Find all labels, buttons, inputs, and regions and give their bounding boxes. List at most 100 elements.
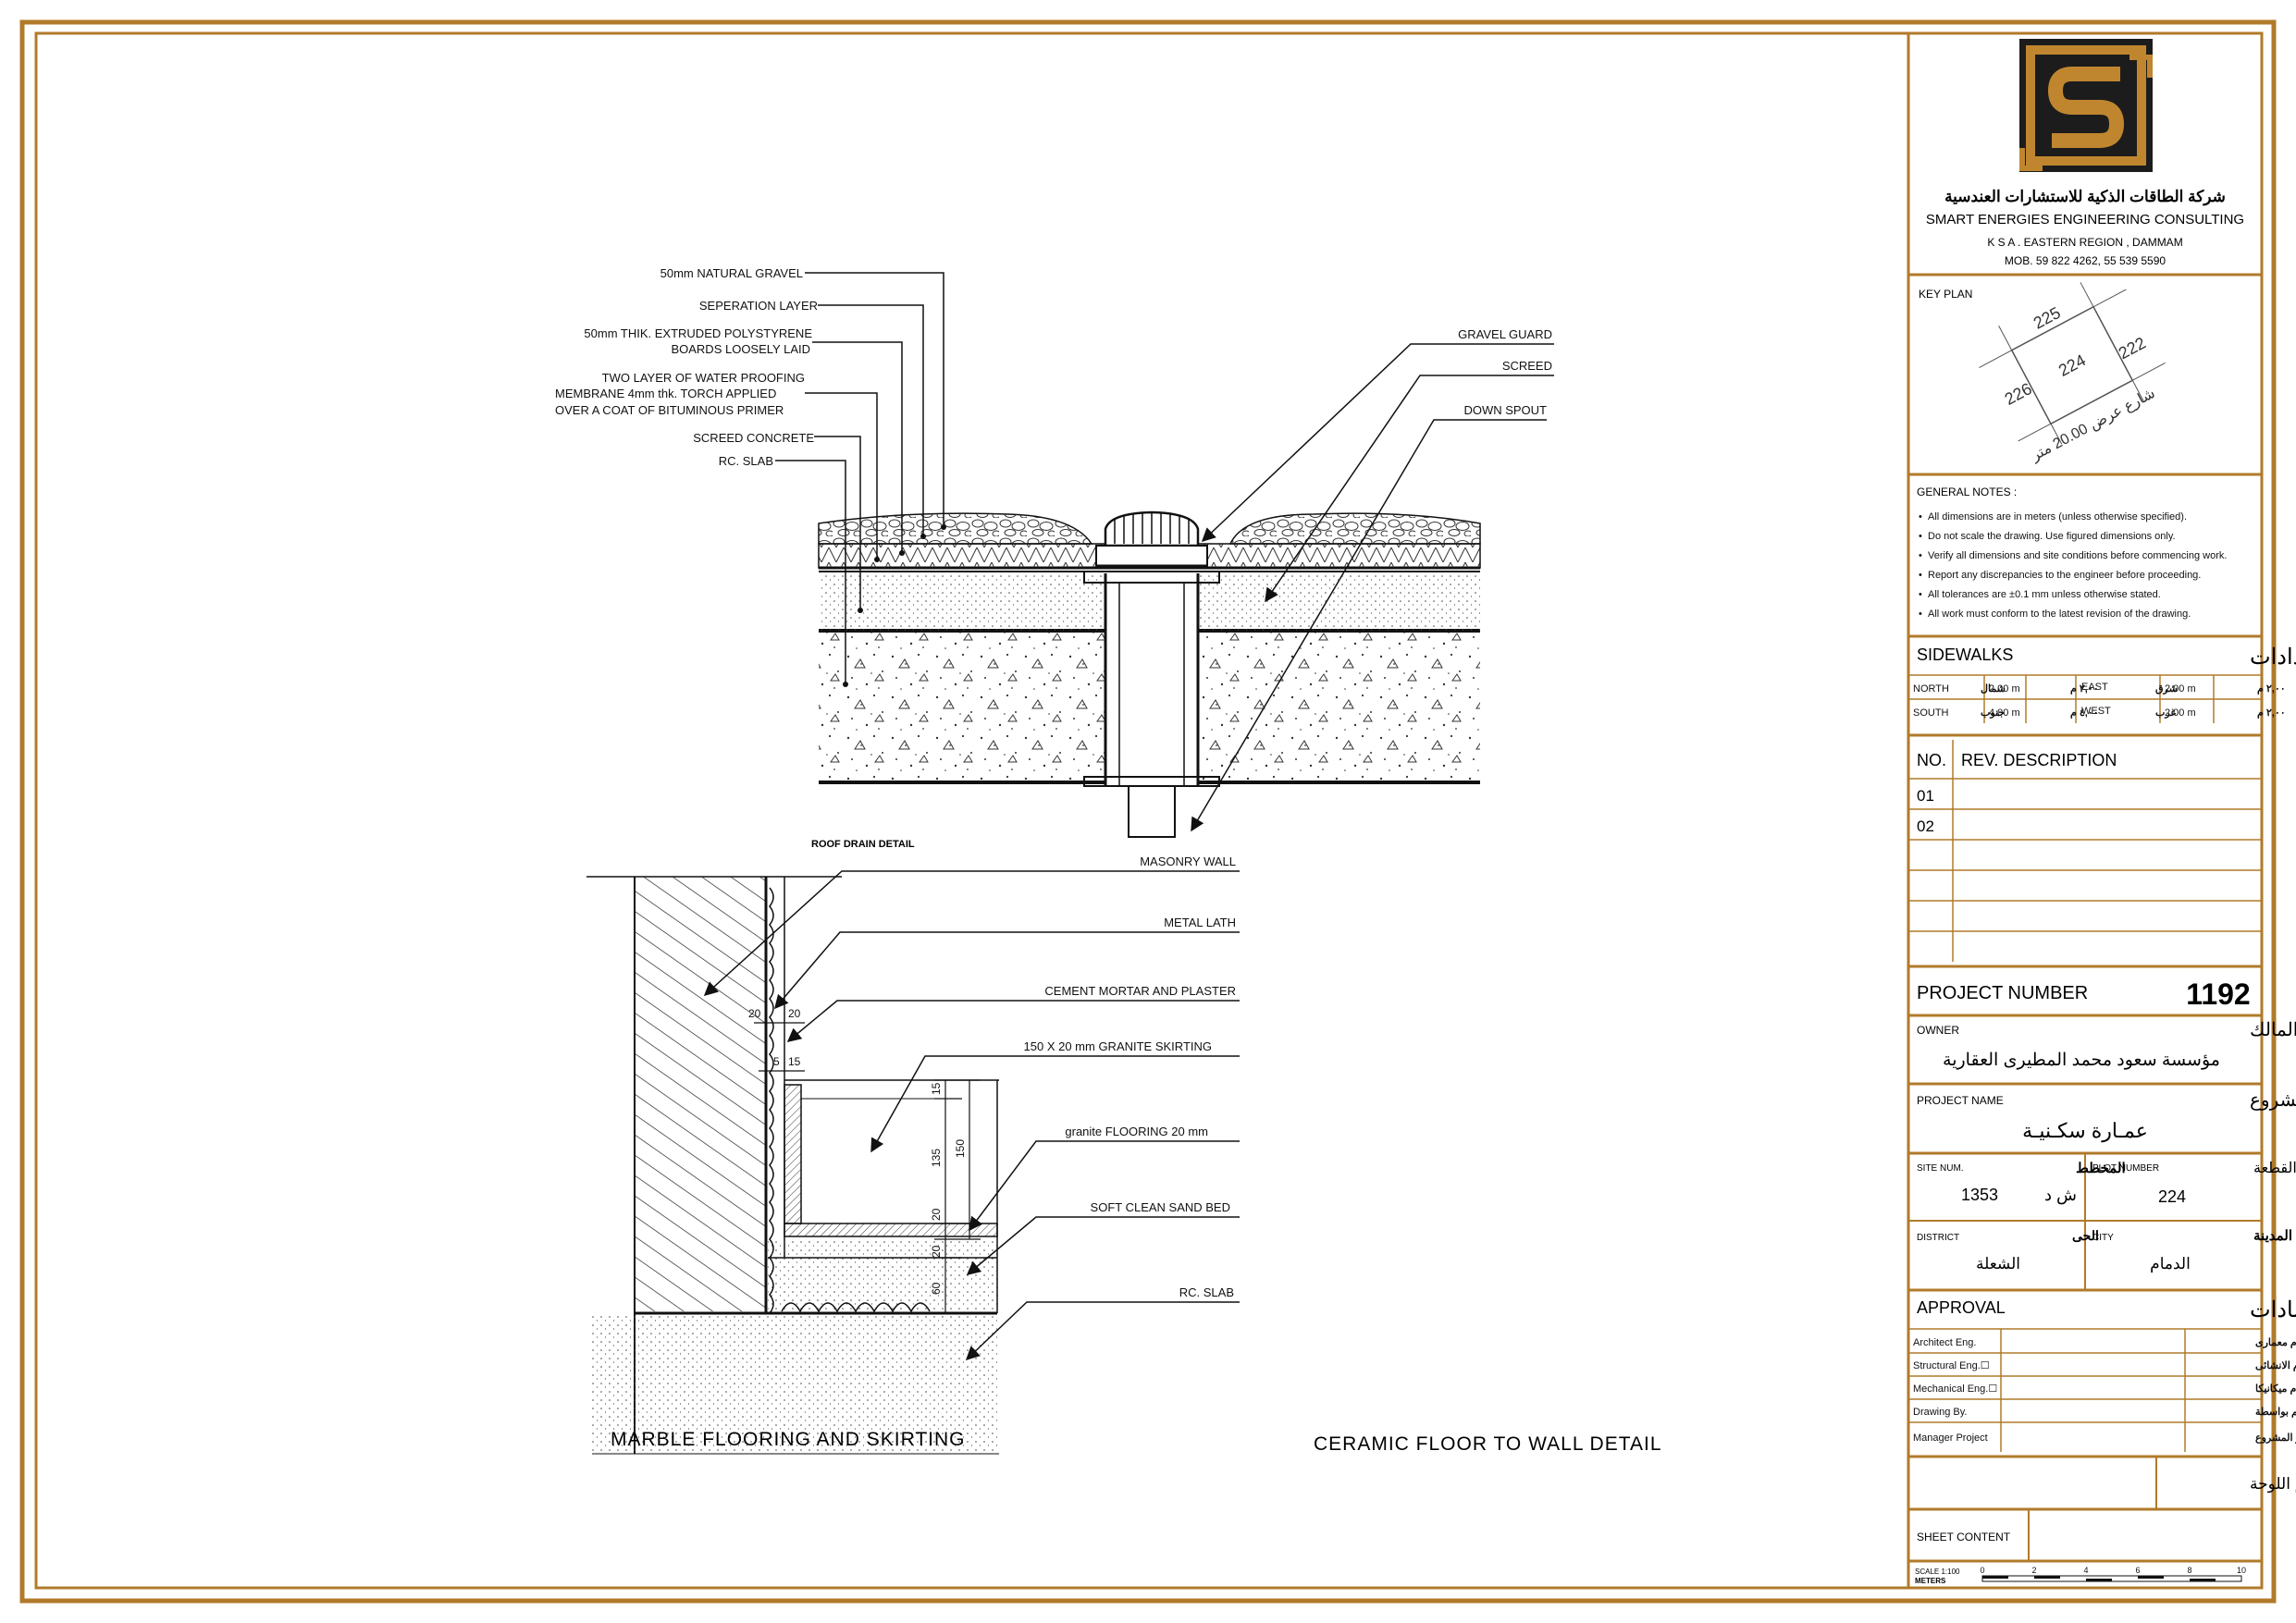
svg-text:شارع عرض 20.00 متر: شارع عرض 20.00 متر (2028, 386, 2157, 464)
sw-east: EAST (2081, 682, 2108, 693)
label-waterproofing-1: TWO LAYER OF WATER PROOFING (602, 371, 805, 385)
label-metal-lath: METAL LATH (1164, 916, 1236, 929)
plot-number-label-ar: رقم القطعة (2253, 1161, 2296, 1176)
site-num-prefix: ش د (2044, 1186, 2077, 1205)
note-2: Do not scale the drawing. Use figured di… (1928, 531, 2176, 542)
label-floor-rc-slab: RC. SLAB (1179, 1285, 1234, 1299)
svg-text:م ميكانيكا: م ميكانيكا (2255, 1383, 2296, 1395)
svg-text:•: • (1919, 589, 1922, 600)
dim-5: 5 (773, 1055, 780, 1068)
label-waterproofing-2: MEMBRANE 4mm thk. TORCH APPLIED (555, 387, 776, 400)
key-plan-label: KEY PLAN (1919, 288, 1972, 301)
label-polystyrene-1: 50mm THIK. EXTRUDED POLYSTYRENE (584, 326, 812, 340)
label-granite-skirting: 150 X 20 mm GRANITE SKIRTING (1024, 1039, 1212, 1053)
floor-rc-slab (592, 1315, 997, 1454)
svg-text:4: 4 (2083, 1566, 2088, 1575)
sw-south-value: 4.00 m (1989, 707, 2020, 719)
project-number-label: PROJECT NUMBER (1917, 983, 2088, 1003)
approval-architect: Architect Eng. (1913, 1337, 1976, 1348)
approval-title: APPROVAL (1917, 1298, 2006, 1317)
label-gravel-guard: GRAVEL GUARD (1458, 327, 1552, 341)
company-name-ar: شركة الطاقات الذكية للاستشارات العندسية (1944, 188, 2226, 206)
svg-text:٤,٠٠ م: ٤,٠٠ م (2070, 707, 2099, 719)
svg-text:2: 2 (2031, 1566, 2036, 1575)
company-address: K S A . EASTERN REGION , DAMMAM (1987, 236, 2182, 249)
project-name-label: PROJECT NAME (1917, 1094, 2004, 1107)
note-1: All dimensions are in meters (unless oth… (1928, 511, 2187, 523)
svg-text:224: 224 (2055, 350, 2089, 380)
key-plan-sketch: 225 226 224 222 شارع عرض 20.00 متر (1979, 282, 2166, 464)
owner-label-ar: المالك (2250, 1020, 2296, 1040)
dim-20-c: 20 (930, 1208, 943, 1221)
rev-02: 02 (1917, 818, 1934, 835)
scale-units: METERS (1915, 1577, 1946, 1585)
district-label-ar: الحى (2072, 1228, 2099, 1243)
dim-60: 60 (930, 1282, 943, 1295)
svg-text:•: • (1919, 511, 1922, 523)
dim-20-b: 20 (788, 1007, 801, 1020)
label-cement-mortar: CEMENT MORTAR AND PLASTER (1044, 984, 1236, 998)
label-separation-layer: SEPERATION LAYER (699, 299, 818, 313)
label-natural-gravel: 50mm NATURAL GRAVEL (660, 266, 803, 280)
label-sand-bed: SOFT CLEAN SAND BED (1091, 1200, 1230, 1214)
dim-15-a: 15 (788, 1055, 801, 1068)
svg-text:شمال: شمال (1981, 683, 2006, 695)
label-screed-concrete: SCREED CONCRETE (693, 431, 814, 445)
site-num-label: SITE NUM. (1917, 1163, 1964, 1174)
city-label: CITY (2092, 1233, 2114, 1243)
svg-text:6: 6 (2135, 1566, 2140, 1575)
scale-bar (1981, 1575, 2242, 1582)
dim-20-a: 20 (748, 1007, 761, 1020)
sw-south: SOUTH (1913, 707, 1949, 719)
sw-east-value: 2.00 m (2165, 683, 2196, 695)
project-number: 1192 (2186, 977, 2250, 1011)
title-ceramic-floor: CERAMIC FLOOR TO WALL DETAIL (1314, 1433, 1662, 1455)
approval-drawing-by: Drawing By. (1913, 1407, 1967, 1418)
district-label: DISTRICT (1917, 1233, 1959, 1243)
sheet-content-label: SHEET CONTENT (1917, 1531, 2011, 1543)
label-rc-slab: RC. SLAB (719, 454, 773, 468)
sidewalks-title-en: SIDEWALKS (1917, 646, 2013, 664)
owner-label: OWNER (1917, 1024, 1959, 1037)
svg-text:8: 8 (2187, 1566, 2191, 1575)
approval-structural: Structural Eng.☐ (1913, 1360, 1990, 1371)
svg-text:٢,٠٠ م: ٢,٠٠ م (2070, 683, 2099, 695)
svg-text:•: • (1919, 531, 1922, 542)
note-4: Report any discrepancies to the engineer… (1928, 570, 2201, 581)
note-3: Verify all dimensions and site condition… (1928, 550, 2227, 561)
svg-text:٢,٠٠ م: ٢,٠٠ م (2257, 707, 2286, 719)
roof-gravel (818, 512, 1481, 545)
rev-desc-header: REV. DESCRIPTION (1961, 751, 2117, 769)
roof-drain-title: ROOF DRAIN DETAIL (811, 839, 915, 850)
svg-text:رسم بواسطة: رسم بواسطة (2255, 1407, 2296, 1418)
company-mobile: MOB. 59 822 4262, 55 539 5590 (2005, 254, 2166, 267)
approval-manager: Manager Project (1913, 1432, 1988, 1444)
floor-wall-detail: 20 20 5 15 15 135 150 20 20 60 MASONRY W… (586, 855, 1662, 1455)
label-granite-flooring: granite FLOORING 20 mm (1065, 1125, 1208, 1138)
sw-north-value: 2.00 m (1989, 683, 2020, 695)
rev-no-header: NO. (1917, 751, 1946, 769)
approval-mechanical: Mechanical Eng.☐ (1913, 1383, 1997, 1395)
svg-text:•: • (1919, 550, 1922, 561)
sidewalks-title-ar: الارتدادات (2250, 645, 2296, 670)
label-waterproofing-3: OVER A COAT OF BITUMINOUS PRIMER (555, 403, 784, 417)
svg-text:0: 0 (1980, 1566, 1984, 1575)
city: الدمام (2150, 1255, 2191, 1273)
sw-west-value: 2.00 m (2165, 707, 2196, 719)
plot-number-label: PLOT NUMBER (2092, 1163, 2159, 1174)
roof-drain-detail: 50mm NATURAL GRAVEL SEPERATION LAYER 50m… (555, 266, 1554, 850)
note-5: All tolerances are ±0.1 mm unless otherw… (1928, 589, 2161, 600)
project-name: عمـارة سكـنيـة (2022, 1119, 2148, 1143)
svg-text:225: 225 (2031, 303, 2064, 333)
sand-bed (768, 1239, 997, 1313)
owner-name: مؤسسة سعود محمد المطيرى العقارية (1943, 1051, 2220, 1070)
scale-label: SCALE 1:100 (1915, 1568, 1960, 1576)
label-polystyrene-2: BOARDS LOOSELY LAID (671, 342, 810, 356)
svg-text:•: • (1919, 609, 1922, 620)
site-num: 1353 (1961, 1186, 1998, 1204)
label-masonry-wall: MASONRY WALL (1140, 855, 1236, 868)
site-num-label-ar: المخطط (2076, 1161, 2126, 1176)
svg-text:•: • (1919, 570, 1922, 581)
plot-number: 224 (2158, 1187, 2186, 1206)
svg-text:شرق: شرق (2155, 683, 2178, 695)
